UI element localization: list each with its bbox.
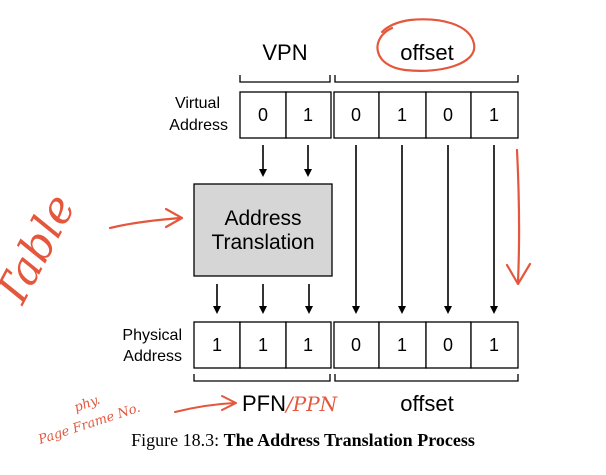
translation-label-line2: Translation — [211, 231, 314, 254]
offset-circle-annotation — [376, 18, 476, 72]
ppn-annotation: /PPN — [284, 392, 339, 416]
physical-offset-label: offset — [400, 391, 453, 416]
physical-bit-cell — [333, 321, 380, 369]
virtual-bit-cell — [470, 91, 519, 139]
virtual-bit-value: 1 — [303, 105, 313, 125]
virtual-bit-value: 1 — [397, 105, 407, 125]
physical-bit-value: 1 — [489, 335, 499, 355]
translation-label-line1: Address — [224, 207, 301, 230]
physical-bit-cell — [470, 321, 519, 369]
virtual-bit-cell — [285, 91, 332, 139]
physical-label-line1: Physical — [122, 327, 182, 344]
pfn-label: PFN — [242, 391, 286, 416]
pointer-arrow-into-box — [108, 207, 184, 230]
physical-bit-value: 1 — [212, 335, 222, 355]
virtual-bit-value: 1 — [489, 105, 499, 125]
virtual-bit-value: 0 — [351, 105, 361, 125]
physical-label-line2: Address — [123, 348, 182, 365]
virtual-offset-label: offset — [400, 40, 453, 65]
physical-offset-bracket — [334, 374, 519, 382]
physical-bit-cell — [239, 321, 287, 369]
virtual-label-line2: Address — [169, 117, 228, 134]
physical-bit-cell — [193, 321, 241, 369]
address-translation-box — [193, 183, 333, 277]
pfn-bracket — [193, 374, 331, 382]
physical-bit-cell — [285, 321, 332, 369]
physical-bit-value: 0 — [443, 335, 453, 355]
figure-caption: Figure 18.3: The Address Translation Pro… — [131, 430, 475, 450]
physical-bit-value: 0 — [351, 335, 361, 355]
figure-caption-prefix: Figure 18.3: — [131, 430, 224, 450]
virtual-label-line1: Virtual — [175, 95, 220, 112]
physical-bit-cell — [378, 321, 427, 369]
virtual-offset-bracket — [334, 75, 519, 83]
pfn-arrows — [213, 284, 313, 314]
phy-annotation: phy. — [72, 393, 102, 416]
vpn-arrows — [259, 145, 312, 177]
virtual-address-bits: 0 1 0 1 0 1 — [239, 91, 519, 139]
pfn-pointer-arrow — [174, 395, 237, 413]
physical-bit-value: 1 — [397, 335, 407, 355]
physical-bit-value: 1 — [303, 335, 313, 355]
virtual-bit-value: 0 — [258, 105, 268, 125]
vpn-bracket — [239, 75, 331, 83]
table-annotation: Table — [0, 186, 86, 316]
physical-bit-value: 1 — [258, 335, 268, 355]
downward-annotation-arrow — [505, 148, 532, 286]
figure-caption-title: The Address Translation Process — [224, 430, 475, 450]
virtual-bit-value: 0 — [443, 105, 453, 125]
virtual-bit-cell — [333, 91, 380, 139]
offset-arrows — [352, 145, 498, 314]
vpn-label: VPN — [262, 40, 307, 65]
physical-address-bits: 1 1 1 0 1 0 1 — [193, 321, 519, 369]
